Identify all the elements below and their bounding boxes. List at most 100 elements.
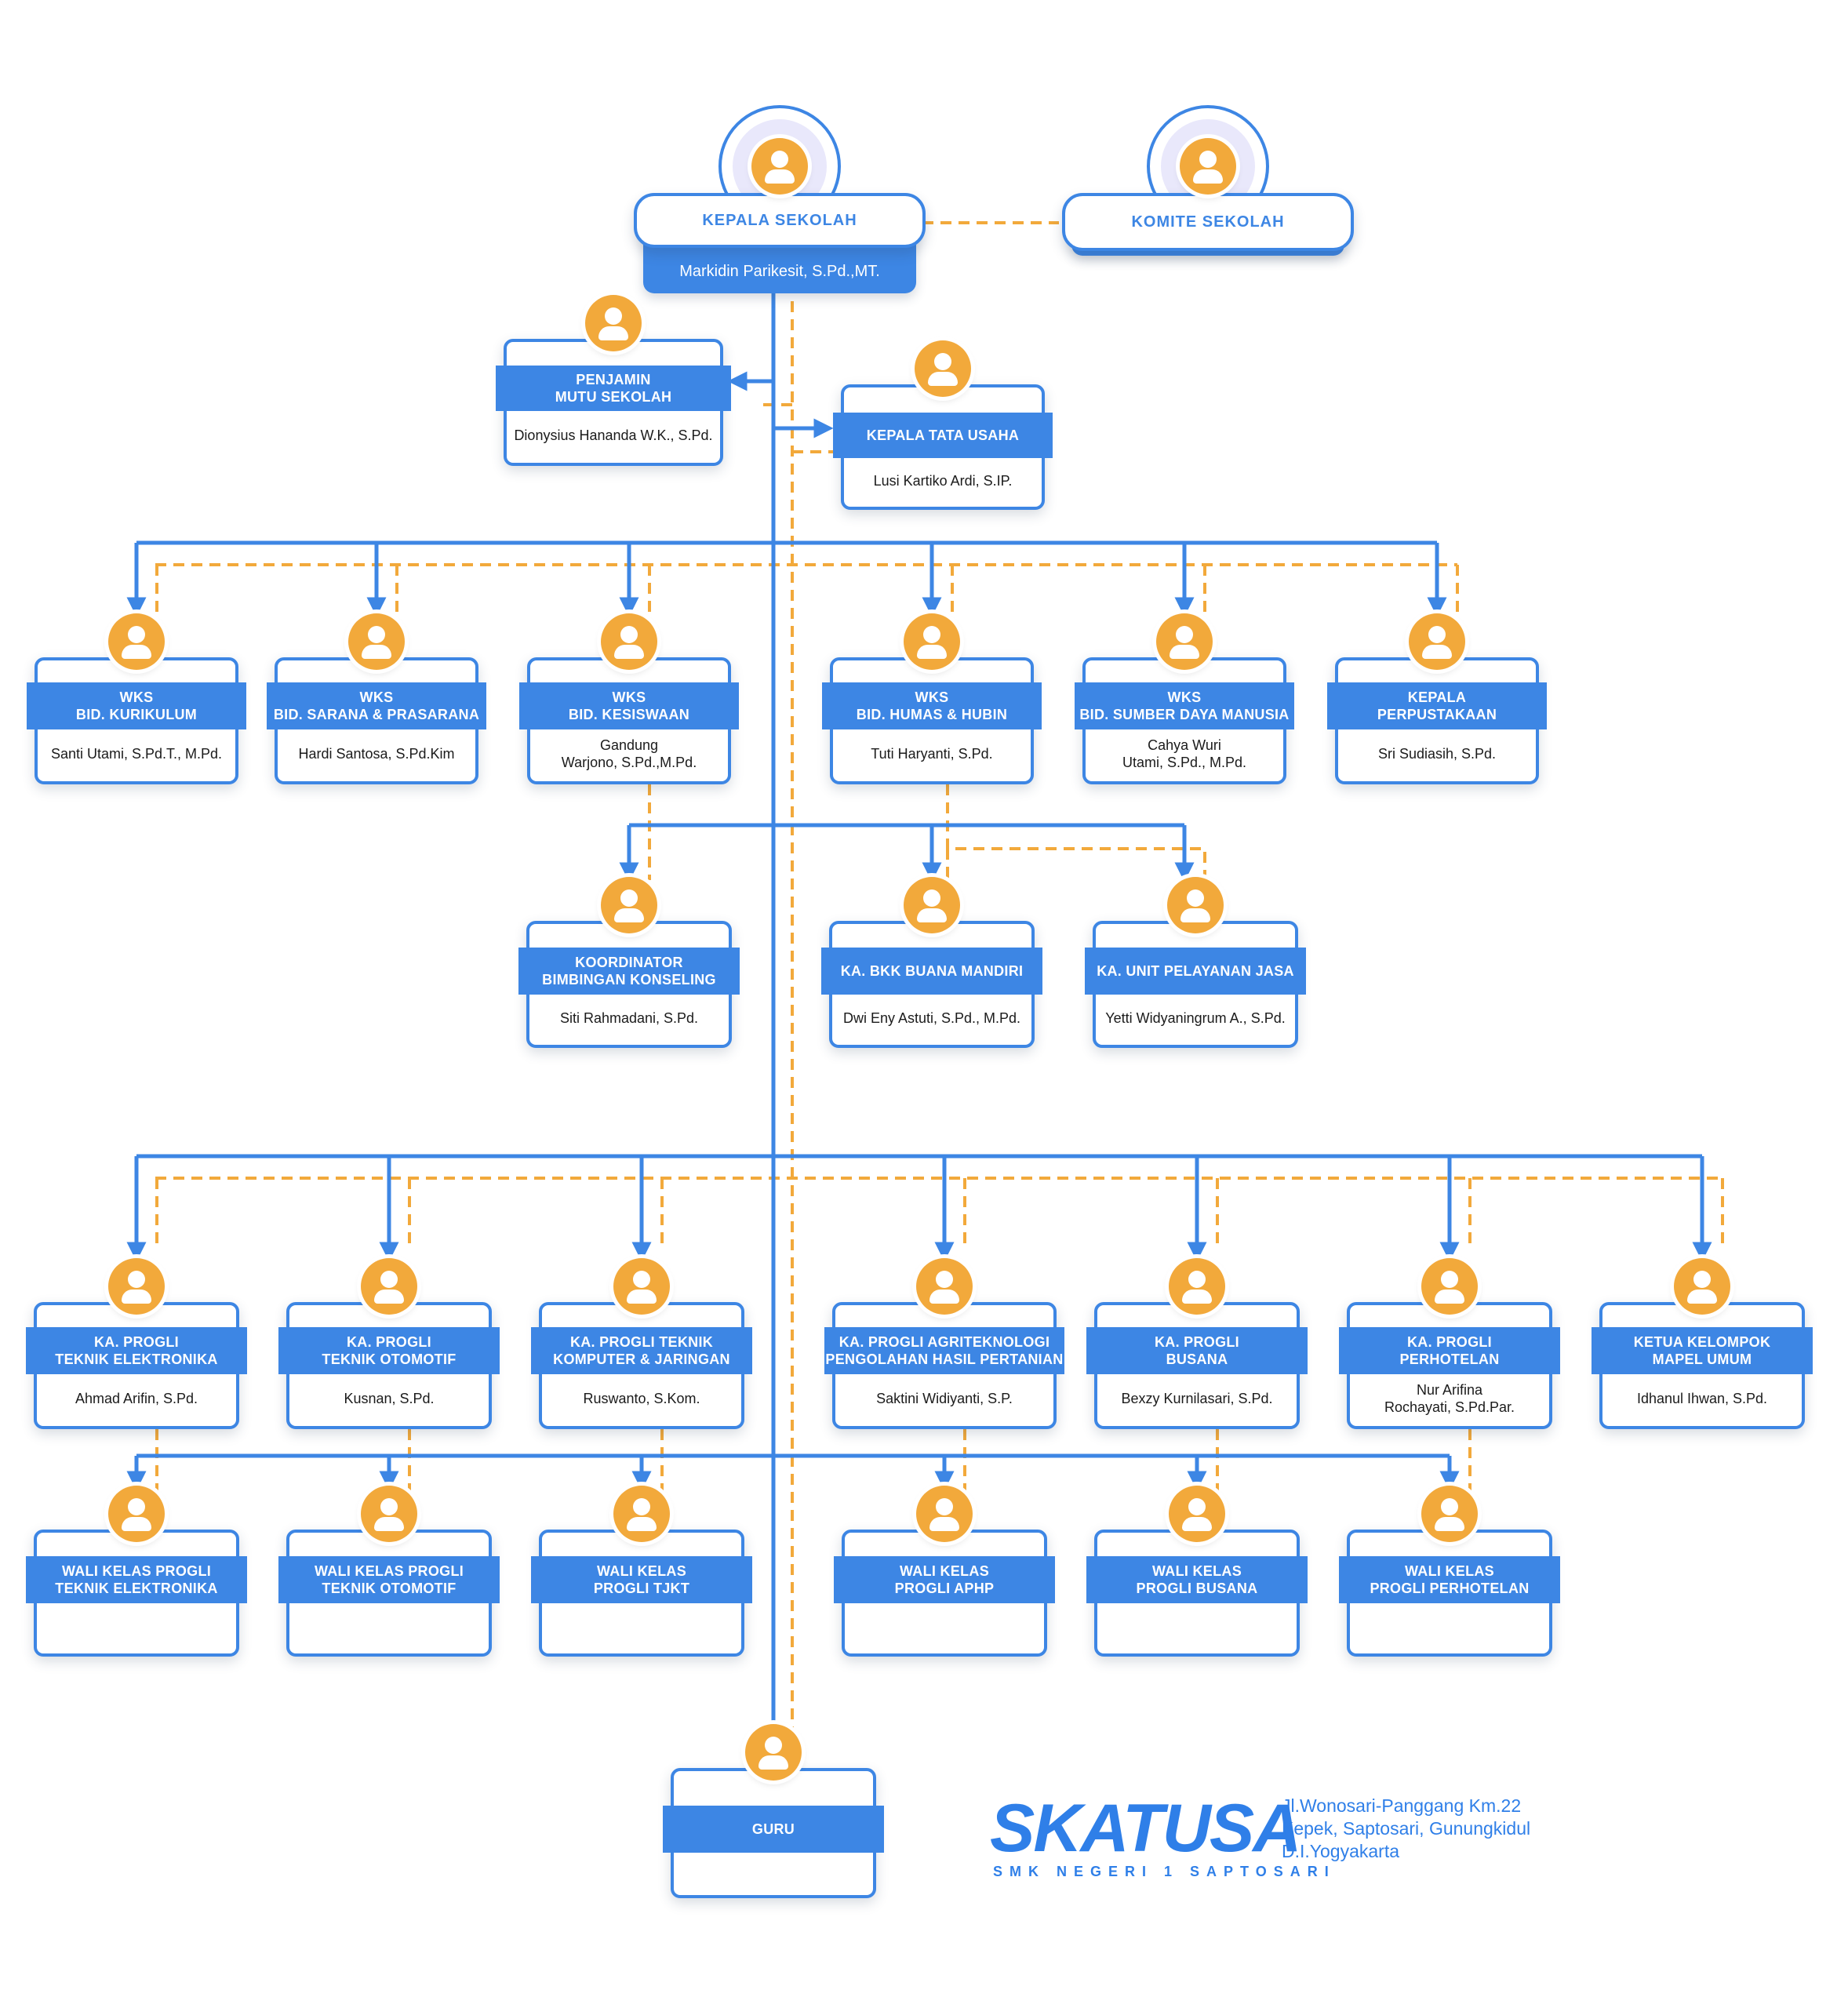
person-name-text: Yetti Widyaningrum A., S.Pd. [1105, 1010, 1286, 1026]
person-icon [751, 138, 808, 195]
role-title-text: KA. PROGLI TEKNIK KOMPUTER & JARINGAN [553, 1334, 730, 1367]
person-name: Ruswanto, S.Kom. [542, 1376, 741, 1421]
person-icon [915, 340, 971, 397]
person-icon [613, 1486, 670, 1542]
role-title: GURU [663, 1806, 884, 1853]
person-name-text: Nur Arifina Rochayati, S.Pd.Par. [1384, 1382, 1515, 1415]
person-name: Nur Arifina Rochayati, S.Pd.Par. [1350, 1376, 1549, 1421]
progli-card: KA. PROGLI TEKNIK ELEKTRONIKA Ahmad Arifi… [26, 1258, 247, 1429]
person-name-text: Kusnan, S.Pd. [344, 1391, 435, 1406]
role-title: KA. PROGLI BUSANA [1086, 1327, 1308, 1374]
komite-sekolah-title: KOMITE SEKOLAH [1062, 193, 1354, 251]
role-title: WKS BID. SUMBER DAYA MANUSIA [1075, 682, 1294, 729]
role-title-text: KA. PROGLI TEKNIK ELEKTRONIKA [55, 1334, 218, 1367]
role-title: KA. PROGLI PERHOTELAN [1339, 1327, 1560, 1374]
penjamin-mutu-card: PENJAMIN MUTU SEKOLAH Dionysius Hananda W… [496, 295, 731, 466]
person-name-text: Gandung Warjono, S.Pd.,M.Pd. [561, 737, 697, 770]
person-name-text: Cahya Wuri Utami, S.Pd., M.Pd. [1122, 737, 1247, 770]
person-name: Yetti Widyaningrum A., S.Pd. [1096, 996, 1295, 1040]
person-icon [1674, 1258, 1730, 1315]
progli-card: KA. PROGLI TEKNIK OTOMOTIF Kusnan, S.Pd. [278, 1258, 500, 1429]
role-title: WALI KELAS PROGLI APHP [834, 1556, 1055, 1603]
person-icon [601, 613, 657, 670]
address-line: Kepek, Saptosari, Gunungkidul [1282, 1818, 1531, 1839]
role-title: WALI KELAS PROGLI PERHOTELAN [1339, 1556, 1560, 1603]
role-title-text: KA. BKK BUANA MANDIRI [840, 963, 1024, 979]
role-title-text: WKS BID. KESISWAAN [568, 689, 690, 722]
role-title-text: KA. PROGLI AGRITEKNOLOGI PENGOLAHAN HASI… [825, 1334, 1064, 1367]
role-title-text: GURU [751, 1821, 795, 1837]
wks-card: WKS BID. SUMBER DAYA MANUSIA Cahya Wuri U… [1075, 613, 1294, 784]
role-title: WKS BID. KESISWAAN [519, 682, 739, 729]
role-title-text: WKS BID. HUMAS & HUBIN [856, 689, 1008, 722]
role-title-text: WALI KELAS PROGLI TEKNIK ELEKTRONIKA [55, 1563, 218, 1596]
role-title: WALI KELAS PROGLI TEKNIK OTOMOTIF [278, 1556, 500, 1603]
role-title-text: KA. UNIT PELAYANAN JASA [1097, 963, 1294, 979]
person-icon [108, 613, 165, 670]
address-line: Jl.Wonosari-Panggang Km.22 [1282, 1795, 1522, 1816]
person-name-text: Ahmad Arifin, S.Pd. [75, 1391, 198, 1406]
person-icon [1409, 613, 1465, 670]
wks-card: WKS BID. HUMAS & HUBIN Tuti Haryanti, S.P… [822, 613, 1042, 784]
role-title-text: WKS BID. SUMBER DAYA MANUSIA [1079, 689, 1290, 722]
wali-kelas-card: WALI KELAS PROGLI TJKT [531, 1486, 752, 1657]
role-title-text: PENJAMIN MUTU SEKOLAH [555, 372, 672, 405]
dashed-humas [946, 784, 1206, 877]
unit-card: KA. UNIT PELAYANAN JASA Yetti Widyaningru… [1085, 877, 1306, 1048]
person-icon [1421, 1486, 1478, 1542]
person-name-text: Siti Rahmadani, S.Pd. [559, 1010, 699, 1026]
role-title: KA. PROGLI TEKNIK ELEKTRONIKA [26, 1327, 247, 1374]
unit-card: KOORDINATOR BIMBINGAN KONSELING Siti Rahm… [518, 877, 740, 1048]
role-title: WKS BID. SARANA & PRASARANA [267, 682, 486, 729]
role-title: KA. BKK BUANA MANDIRI [821, 948, 1042, 995]
person-name: Tuti Haryanti, S.Pd. [833, 731, 1031, 777]
person-name-text: Santi Utami, S.Pd.T., M.Pd. [50, 746, 223, 762]
wali-kelas-card: WALI KELAS PROGLI PERHOTELAN [1339, 1486, 1560, 1657]
person-name: Idhanul Ihwan, S.Pd. [1602, 1376, 1802, 1421]
wks-card: WKS BID. KURIKULUM Santi Utami, S.Pd.T., … [27, 613, 246, 784]
role-title: KA. UNIT PELAYANAN JASA [1085, 948, 1306, 995]
role-title-text: KA. PROGLI TEKNIK OTOMOTIF [322, 1334, 457, 1367]
person-name: Bexzy Kurnilasari, S.Pd. [1097, 1376, 1297, 1421]
logo-brand: SKATUSA [990, 1791, 1301, 1866]
role-title: KEPALA PERPUSTAKAAN [1327, 682, 1547, 729]
role-title: WALI KELAS PROGLI BUSANA [1086, 1556, 1308, 1603]
person-name: Cahya Wuri Utami, S.Pd., M.Pd. [1086, 731, 1283, 777]
person-name-text: Tuti Haryanti, S.Pd. [871, 746, 993, 762]
skatusa-logo: SKATUSA SMK NEGERI 1 SAPTOSARI Jl.Wonosa… [990, 1790, 1586, 1892]
role-title-text: KA. PROGLI PERHOTELAN [1399, 1334, 1500, 1367]
person-icon [361, 1486, 417, 1542]
person-icon [916, 1486, 973, 1542]
person-name: Saktini Widiyanti, S.P. [835, 1376, 1053, 1421]
guru-card: GURU [663, 1724, 884, 1898]
person-name-text: Saktini Widiyanti, S.P. [876, 1391, 1013, 1406]
person-icon [601, 877, 657, 933]
person-icon [108, 1486, 165, 1542]
role-title-text: WALI KELAS PROGLI TEKNIK OTOMOTIF [314, 1563, 464, 1596]
person-name-text: Ruswanto, S.Kom. [583, 1391, 700, 1406]
person-icon [1156, 613, 1213, 670]
person-icon [904, 613, 960, 670]
person-name: Gandung Warjono, S.Pd.,M.Pd. [530, 731, 728, 777]
person-icon [348, 613, 405, 670]
role-title: KA. PROGLI TEKNIK KOMPUTER & JARINGAN [531, 1327, 752, 1374]
wali-kelas-card: WALI KELAS PROGLI BUSANA [1086, 1486, 1308, 1657]
person-icon [1167, 877, 1224, 933]
school-address: Jl.Wonosari-Panggang Km.22 Kepek, Saptos… [1282, 1795, 1530, 1863]
person-icon [745, 1724, 802, 1781]
person-name: Ahmad Arifin, S.Pd. [37, 1376, 236, 1421]
progli-card: KA. PROGLI TEKNIK KOMPUTER & JARINGAN Rus… [531, 1258, 752, 1429]
person-name: Lusi Kartiko Ardi, S.IP. [844, 460, 1042, 502]
person-name: Dionysius Hananda W.K., S.Pd. [507, 413, 720, 458]
role-title-text: WALI KELAS PROGLI APHP [894, 1563, 995, 1596]
kepala-sekolah-title: KEPALA SEKOLAH [634, 193, 926, 248]
role-title-text: WKS BID. KURIKULUM [75, 689, 198, 722]
role-title-text: KOORDINATOR BIMBINGAN KONSELING [542, 955, 716, 988]
role-title: WALI KELAS PROGLI TEKNIK ELEKTRONIKA [26, 1556, 247, 1603]
